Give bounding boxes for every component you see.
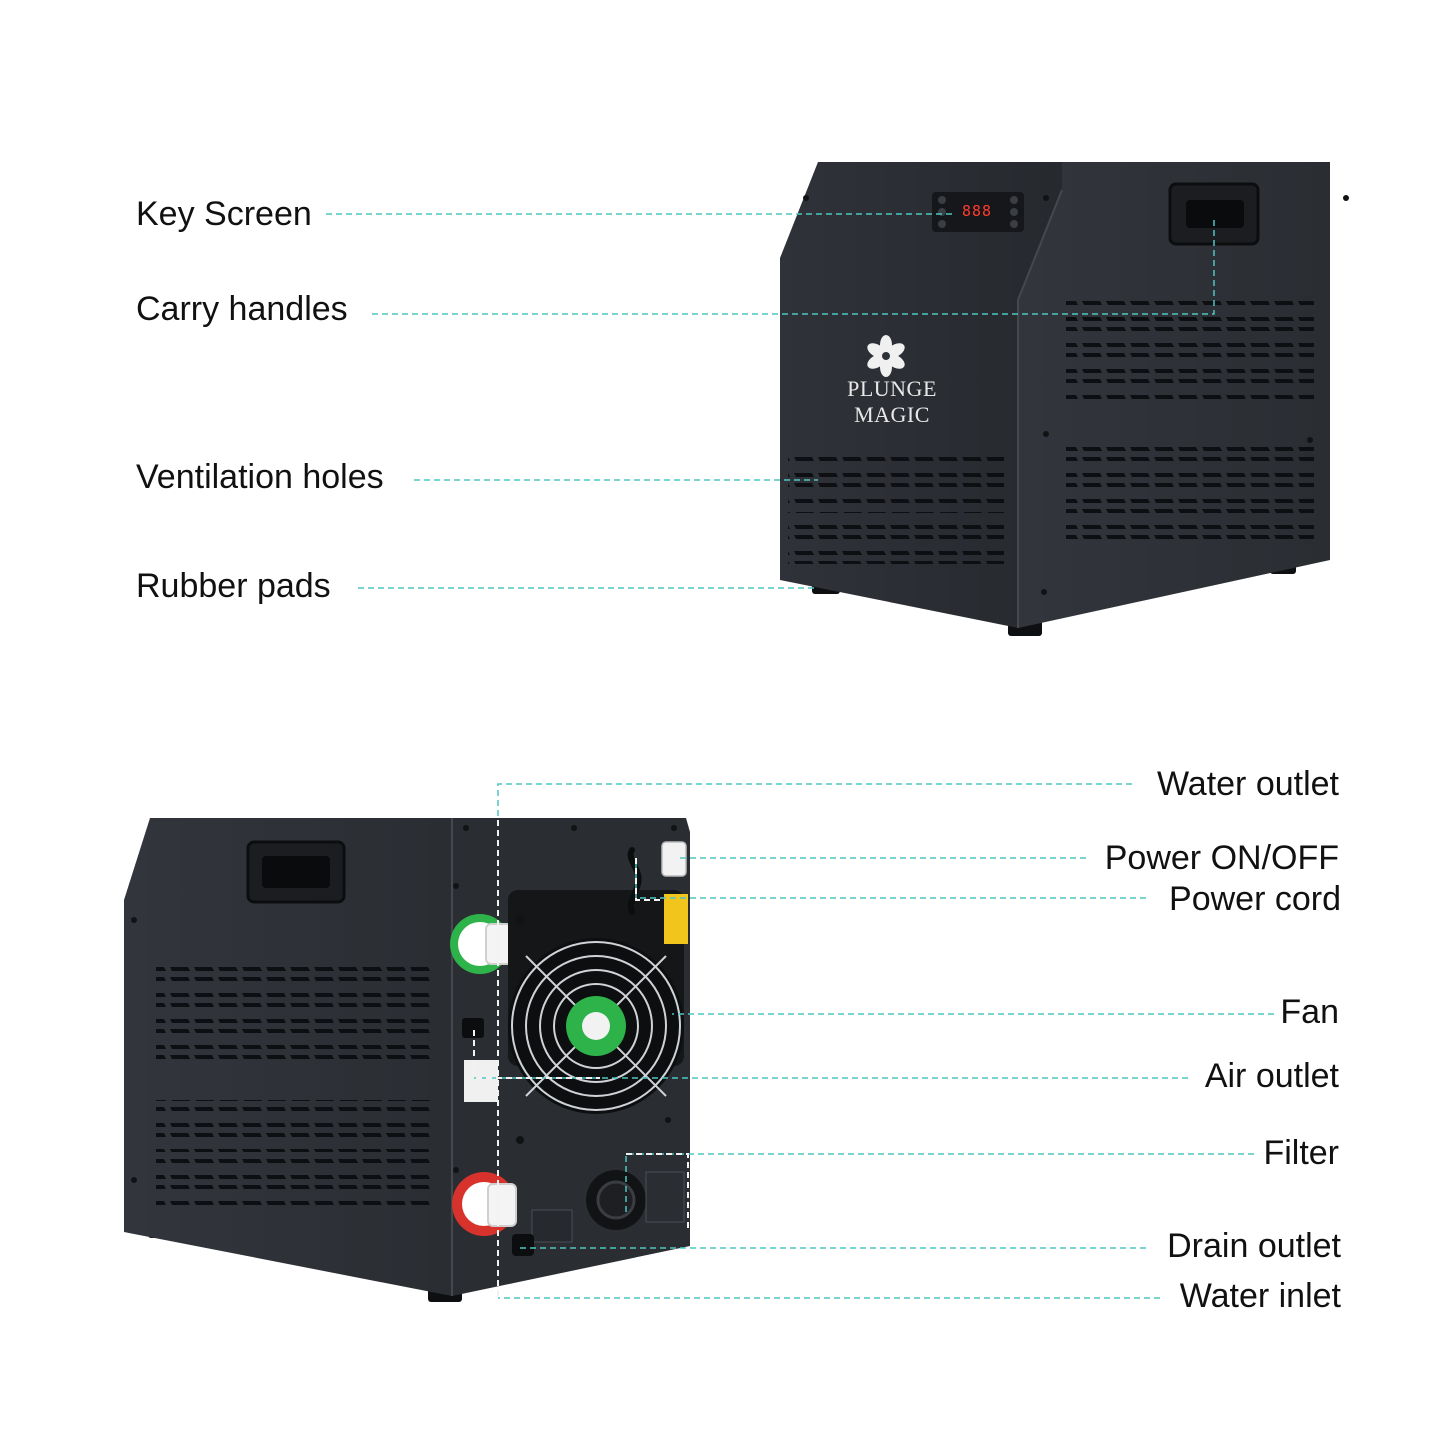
bottom-chiller-unit — [124, 818, 690, 1302]
label-key-screen: Key Screen — [136, 195, 312, 233]
top-chiller-unit — [780, 162, 1349, 636]
power-cord — [627, 847, 642, 915]
leader-filter — [625, 1153, 1254, 1212]
power-switch[interactable] — [661, 841, 687, 877]
leader-power-cord — [635, 858, 1146, 899]
front-panel — [780, 162, 1062, 628]
panel-button-icon[interactable] — [938, 196, 946, 204]
panel-button-icon[interactable] — [938, 220, 946, 228]
temperature-display: 888 — [962, 202, 993, 220]
air-outlet-port — [462, 1018, 484, 1038]
ventilation-holes-side — [156, 1154, 432, 1206]
ventilation-holes-side — [1066, 438, 1314, 490]
label-air-outlet: Air outlet — [1204, 1057, 1339, 1095]
label-rubber-pads: Rubber pads — [136, 567, 331, 605]
leader-lines-overlay — [473, 820, 689, 1296]
panel-button-icon[interactable] — [1010, 220, 1018, 228]
leader-carry-handles — [372, 220, 1215, 315]
label-drain-outlet: Drain outlet — [1167, 1227, 1341, 1265]
ventilation-holes-side — [156, 956, 432, 1008]
water-outlet-fitting[interactable] — [450, 914, 513, 974]
label-power-switch: Power ON/OFF — [1104, 839, 1339, 877]
brand-name: PLUNGE MAGIC — [847, 376, 937, 427]
label-water-inlet: Water inlet — [1179, 1277, 1341, 1315]
ventilation-holes-side — [1066, 352, 1314, 404]
ventilation-holes-side — [156, 1010, 432, 1062]
instruction-sticker — [531, 1209, 573, 1243]
ventilation-holes-side — [156, 1100, 432, 1152]
ventilation-holes-front — [788, 512, 1004, 564]
key-screen-panel — [932, 192, 1024, 232]
label-water-outlet: Water outlet — [1156, 765, 1339, 803]
brand-flower-icon — [867, 335, 905, 377]
panel-button-icon[interactable] — [938, 208, 946, 216]
label-carry-handles: Carry handles — [136, 290, 348, 328]
water-inlet-fitting[interactable] — [452, 1172, 517, 1236]
instruction-sticker — [645, 1171, 685, 1223]
panel-button-icon[interactable] — [1010, 208, 1018, 216]
label-sticker — [464, 1060, 498, 1102]
panel-button-icon[interactable] — [1010, 196, 1018, 204]
filter-housing — [586, 1170, 646, 1230]
label-filter: Filter — [1263, 1134, 1339, 1172]
label-ventilation-holes: Ventilation holes — [136, 458, 384, 496]
label-fan: Fan — [1280, 993, 1339, 1031]
ventilation-holes-side — [1066, 296, 1314, 348]
ventilation-holes-front — [788, 456, 1004, 508]
drain-outlet — [512, 1234, 534, 1256]
label-power-cord: Power cord — [1169, 880, 1341, 918]
fan-icon — [508, 890, 684, 1114]
ventilation-holes-side — [1066, 494, 1314, 546]
warning-label — [664, 894, 688, 944]
